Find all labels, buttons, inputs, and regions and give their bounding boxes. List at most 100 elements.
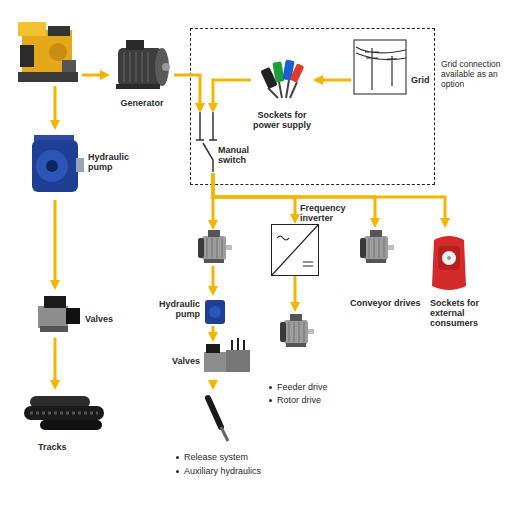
flow-connector bbox=[174, 75, 200, 107]
engine-base bbox=[18, 72, 78, 82]
component-node: Conveyor drives bbox=[345, 228, 427, 312]
node-label: Valves bbox=[85, 314, 121, 324]
component-node: Sockets for power supply bbox=[251, 56, 313, 136]
bullet-text: Rotor drive bbox=[277, 395, 342, 405]
bullet-dot bbox=[176, 470, 179, 473]
node-label: Hydraulic pump bbox=[88, 152, 134, 172]
component-node: Sockets for external consumers bbox=[425, 228, 507, 328]
engine-pulley bbox=[49, 43, 67, 61]
component-node: Generator bbox=[110, 36, 174, 114]
socket-pin bbox=[447, 256, 451, 260]
valve-coil bbox=[206, 344, 220, 353]
component-node: Hydraulic pump bbox=[26, 130, 136, 200]
valve-body bbox=[38, 306, 68, 328]
flow-connector bbox=[213, 173, 445, 222]
node-label: Conveyor drives bbox=[350, 298, 428, 308]
socket-face bbox=[438, 246, 460, 270]
generator-fins bbox=[124, 52, 148, 82]
engine-illustration bbox=[18, 22, 78, 82]
component-node: Release systemAuxiliary hydraulics bbox=[172, 390, 272, 480]
inverter-symbol bbox=[272, 225, 318, 275]
node-label: Valves bbox=[160, 356, 200, 366]
pump-face bbox=[209, 306, 221, 318]
generator-terminal bbox=[126, 40, 144, 50]
flow-arrow bbox=[212, 196, 215, 224]
socket-hole bbox=[442, 251, 456, 265]
bullet-text: Feeder drive bbox=[277, 382, 342, 392]
grid-illustration bbox=[354, 40, 406, 94]
flow-connector bbox=[213, 173, 375, 222]
track-links bbox=[30, 412, 98, 415]
node-label: Frequency inverter bbox=[300, 203, 350, 223]
inverter-box: Frequency inverter bbox=[271, 224, 319, 276]
socket-housing bbox=[432, 236, 466, 290]
node-label: Sockets for power supply bbox=[251, 110, 313, 130]
flow-arrow bbox=[54, 86, 57, 124]
flow-connector bbox=[212, 326, 215, 336]
motor-illustration bbox=[280, 314, 314, 347]
node-label: Grid connection available as an option bbox=[441, 59, 511, 89]
component-node: Feeder driveRotor drive bbox=[265, 312, 337, 402]
pump-port bbox=[76, 158, 84, 172]
flow-connector bbox=[54, 200, 57, 284]
engine-top bbox=[18, 22, 46, 36]
bullet-dot bbox=[176, 456, 179, 459]
plug-red bbox=[290, 63, 305, 83]
valve-base bbox=[40, 326, 68, 332]
engine-part bbox=[62, 60, 76, 74]
switch-node: Manual switch bbox=[196, 113, 274, 173]
plug-green bbox=[272, 61, 284, 82]
tracks-illustration bbox=[24, 396, 104, 430]
node-label: Sockets for external consumers bbox=[430, 298, 510, 328]
flow-connector bbox=[213, 173, 295, 218]
power-poles bbox=[356, 47, 406, 90]
flow-arrow bbox=[82, 74, 104, 77]
valve-handles bbox=[232, 338, 244, 350]
valve-bank-illustration bbox=[204, 338, 250, 372]
generator-flange bbox=[155, 48, 169, 86]
flow-connector bbox=[54, 338, 57, 384]
engine-part bbox=[48, 26, 70, 36]
bullet-dot bbox=[269, 399, 272, 402]
valve-body bbox=[204, 352, 228, 372]
switch-symbol bbox=[196, 112, 217, 172]
motor-illustration bbox=[360, 230, 394, 263]
dashed-group: Grid connection available as an optionSo… bbox=[190, 28, 435, 185]
flow-connector bbox=[294, 276, 297, 306]
valve-coil bbox=[66, 308, 80, 324]
flow-arrow bbox=[212, 266, 215, 290]
component-node: Valves bbox=[160, 342, 256, 380]
pump-body bbox=[205, 300, 225, 324]
bullet-dot bbox=[269, 386, 272, 389]
pump-body bbox=[32, 140, 78, 192]
valve-coil bbox=[44, 296, 66, 308]
flow-connector bbox=[213, 80, 251, 107]
cylinder-barrel bbox=[208, 398, 221, 427]
component-node: Valves bbox=[33, 290, 123, 338]
node-label: Grid bbox=[411, 75, 433, 85]
generator-shaft bbox=[162, 63, 170, 71]
pump-face bbox=[36, 150, 68, 182]
cylinder-rod bbox=[221, 427, 228, 441]
pump-illustration bbox=[32, 135, 84, 192]
plug-illustration bbox=[260, 59, 304, 98]
component-node: Grid bbox=[351, 37, 433, 99]
node-label: Generator bbox=[110, 98, 174, 108]
component-node: Tracks bbox=[20, 390, 110, 456]
cylinder-illustration bbox=[208, 398, 228, 441]
bullet-text: Release system bbox=[184, 452, 279, 462]
node-label: Manual switch bbox=[218, 145, 263, 165]
flow-connector bbox=[212, 380, 215, 384]
pump-hub bbox=[46, 160, 58, 172]
flow-connector bbox=[319, 79, 351, 82]
track bbox=[40, 420, 102, 430]
valve-illustration bbox=[38, 296, 80, 332]
socket-illustration bbox=[432, 236, 466, 290]
generator-foot bbox=[116, 84, 160, 89]
grid-frame bbox=[354, 40, 406, 94]
generator-illustration bbox=[116, 40, 170, 89]
